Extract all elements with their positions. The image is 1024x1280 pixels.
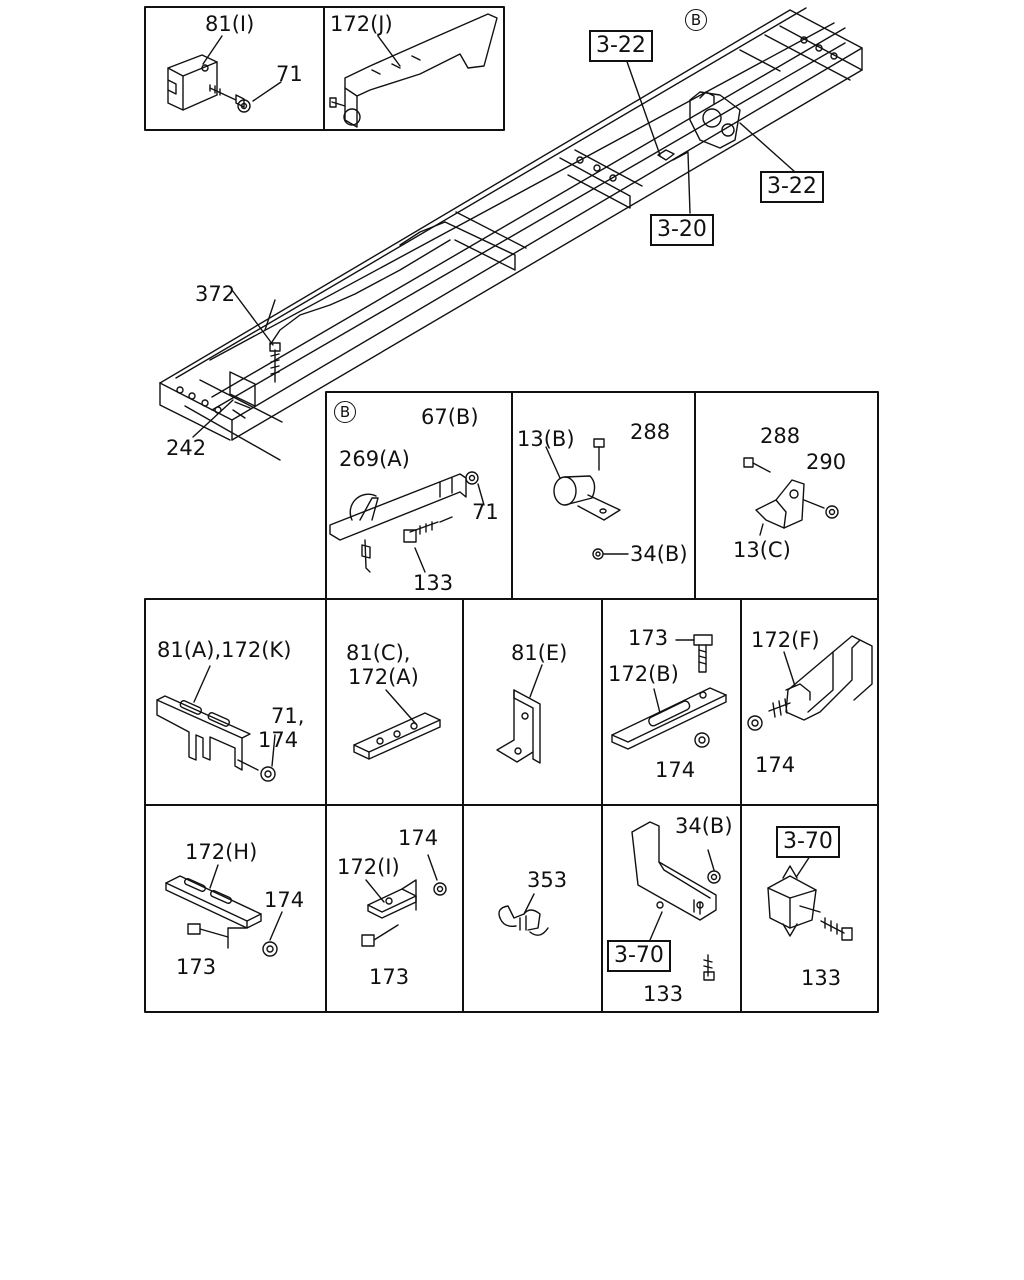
ref-3-22-top[interactable]: 3-22 (589, 30, 653, 63)
panel-81a-drawing (156, 665, 276, 782)
label-174-172f: 174 (755, 753, 796, 777)
panel-81e-drawing (496, 664, 543, 764)
label-288-13c: 288 (760, 424, 801, 448)
label-172b: 172(B) (608, 662, 679, 686)
label-71-top: 71 (276, 62, 303, 86)
label-133-34b: 133 (643, 982, 684, 1006)
panel-34b-drawing (631, 821, 721, 981)
label-133-b: 133 (413, 571, 454, 595)
label-172i: 172(I) (337, 855, 400, 879)
ref-3-70-left[interactable]: 3-70 (607, 940, 671, 973)
label-353: 353 (527, 868, 568, 892)
panel-13b-drawing (545, 438, 629, 560)
label-174-172b: 174 (655, 758, 696, 782)
label-133-370: 133 (801, 966, 842, 990)
label-81i: 81(I) (205, 12, 255, 36)
bracket-81i-drawing (167, 35, 282, 113)
panel-172i-drawing (361, 854, 447, 947)
label-81a-172k: 81(A),172(K) (157, 638, 292, 662)
panel-172f-drawing (747, 635, 873, 731)
label-372: 372 (195, 282, 236, 306)
label-269a: 269(A) (339, 447, 410, 471)
panel-172h-drawing (165, 864, 283, 957)
bracket-172j-drawing (329, 13, 498, 128)
panel-370-drawing (767, 852, 853, 941)
marker-b-panel: B (334, 401, 356, 423)
label-34b: 34(B) (675, 814, 733, 838)
label-290: 290 (806, 450, 847, 474)
label-173-172h: 173 (176, 955, 217, 979)
ref-3-22-right[interactable]: 3-22 (760, 171, 824, 204)
panel-b-drawing (329, 471, 485, 573)
label-13b: 13(B) (517, 427, 575, 451)
panel-81c-drawing (353, 689, 441, 760)
panel-353-drawing (498, 893, 549, 936)
chassis-frame-drawing (159, 7, 863, 461)
label-173-172i: 173 (369, 965, 410, 989)
label-81c: 81(C), (346, 641, 411, 665)
label-173-172b: 173 (628, 626, 669, 650)
label-34b-13b: 34(B) (630, 542, 688, 566)
ref-3-20[interactable]: 3-20 (650, 214, 714, 247)
panel-172b-drawing (611, 634, 727, 750)
label-71-81a: 71, (271, 704, 305, 728)
ref-3-70-right[interactable]: 3-70 (776, 826, 840, 859)
label-172a: 172(A) (348, 665, 419, 689)
label-71-b: 71 (472, 500, 499, 524)
label-67b: 67(B) (421, 405, 479, 429)
label-174-81a: 174 (258, 728, 299, 752)
label-172f: 172(F) (751, 628, 820, 652)
label-13c: 13(C) (733, 538, 791, 562)
label-172h: 172(H) (185, 840, 258, 864)
panel-13c-drawing (743, 457, 839, 536)
label-288-13b: 288 (630, 420, 671, 444)
label-174-172h: 174 (264, 888, 305, 912)
marker-b-frame: B (685, 9, 707, 31)
label-174-172i: 174 (398, 826, 439, 850)
label-81e: 81(E) (511, 641, 568, 665)
label-242: 242 (166, 436, 207, 460)
label-172j: 172(J) (330, 12, 393, 36)
